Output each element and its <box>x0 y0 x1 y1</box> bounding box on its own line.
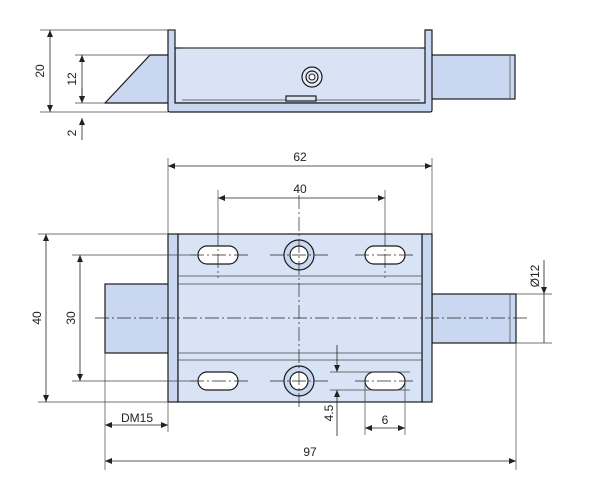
front-right-pin <box>431 293 517 344</box>
side-pin <box>429 54 516 100</box>
dim-front-overall-length: 97 <box>303 445 317 459</box>
dim-front-height: 40 <box>30 311 44 325</box>
side-screw-inner <box>308 73 316 81</box>
dim-side-inner: 12 <box>65 72 79 86</box>
front-view: 62 40 40 30 Ø12 DM15 97 <box>30 150 552 470</box>
side-view: 20 12 2 <box>33 29 516 140</box>
side-nub <box>285 95 317 102</box>
dim-side-offset: 2 <box>65 129 79 136</box>
dim-front-inner-height: 30 <box>64 311 78 325</box>
dim-front-thread: DM15 <box>121 411 153 425</box>
side-latch <box>103 54 173 104</box>
side-screw-mid <box>305 70 319 84</box>
dim-front-slot-length: 6 <box>382 413 389 427</box>
dim-side-height: 20 <box>33 64 47 78</box>
side-bracket <box>167 29 433 113</box>
dim-front-pin-diameter: Ø12 <box>528 264 542 287</box>
side-housing <box>174 47 428 104</box>
front-left-pin <box>104 283 171 354</box>
dim-front-slot-offset: 4.5 <box>322 404 336 421</box>
dim-front-hole-spacing: 40 <box>293 182 307 196</box>
dim-front-width: 62 <box>293 150 307 164</box>
